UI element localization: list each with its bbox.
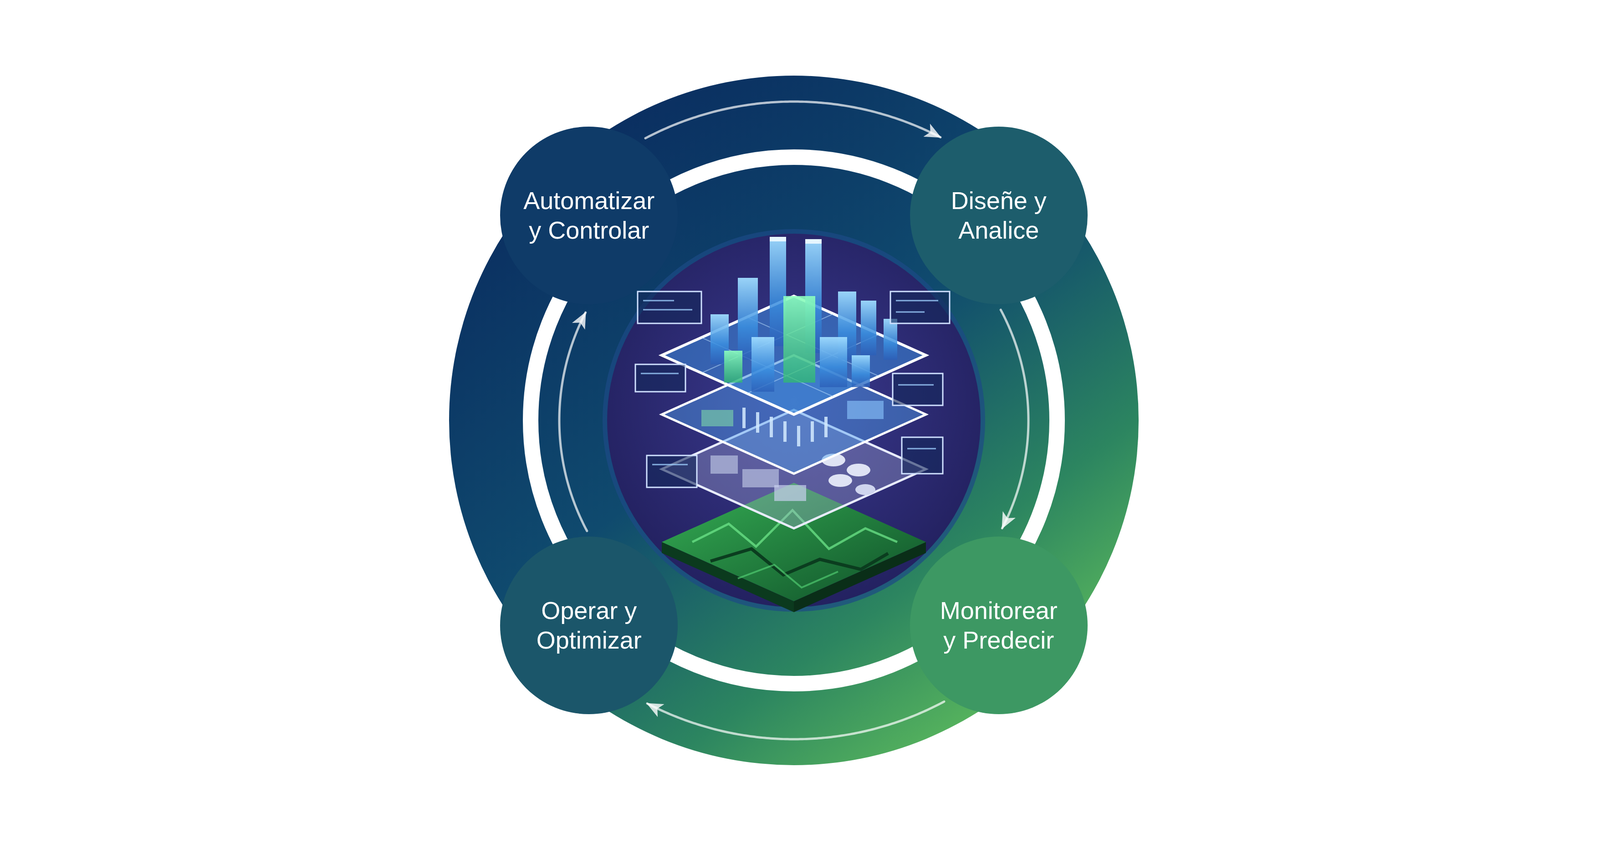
buildings: [710, 236, 898, 392]
tank: [828, 474, 853, 487]
circle-outline: [499, 536, 679, 715]
cycle-arrow: [1000, 309, 1029, 529]
step-text: Diseñe y Analice: [931, 185, 1067, 246]
utility-block: [847, 400, 884, 420]
cycle-step-circle: Diseñe y Analice: [909, 126, 1089, 305]
mountain-ridge: [737, 564, 839, 588]
terrain-plate: [661, 482, 926, 602]
cycle-ring: [449, 75, 1139, 766]
step-text: Automatizar y Controlar: [521, 185, 657, 246]
facility-block: [742, 469, 779, 488]
circle-outline: [499, 126, 679, 305]
city-layers-illustration: [635, 236, 950, 613]
step-label: Monitorear y Predecir: [931, 595, 1067, 655]
step-circle: [909, 126, 1088, 305]
step-label: Diseñe y Analice: [931, 185, 1067, 246]
step-circle: [909, 536, 1088, 715]
mountain-ridge: [710, 548, 889, 575]
facility-block: [774, 485, 807, 501]
dashboard-lines: [640, 300, 939, 465]
utility-block: [701, 409, 734, 427]
step-label: Operar y Optimizar: [521, 595, 657, 655]
dashboard-panels: [635, 291, 950, 488]
cycle-step-circle: Monitorear y Predecir: [909, 536, 1089, 715]
circle-outline: [909, 126, 1089, 305]
cycle-step-circle: Automatizar y Controlar: [499, 126, 679, 305]
step-text: Operar y Optimizar: [521, 595, 657, 655]
step-circle: [500, 536, 678, 715]
tank: [855, 484, 876, 496]
cycle-arrow: [647, 701, 945, 740]
core-halo: [602, 229, 986, 612]
step-circle: [500, 126, 678, 305]
pylon-row: [742, 407, 828, 447]
step-label: Automatizar y Controlar: [521, 185, 657, 246]
circle-outline: [909, 536, 1089, 715]
cycle-arrow: [559, 312, 588, 532]
outer-ring: [449, 75, 1139, 766]
step-text: Monitorear y Predecir: [931, 595, 1067, 655]
facility-block: [710, 455, 738, 474]
cycle-arrow: [645, 101, 941, 139]
tank: [846, 463, 871, 477]
cycle-step-circle: Operar y Optimizar: [499, 536, 679, 715]
